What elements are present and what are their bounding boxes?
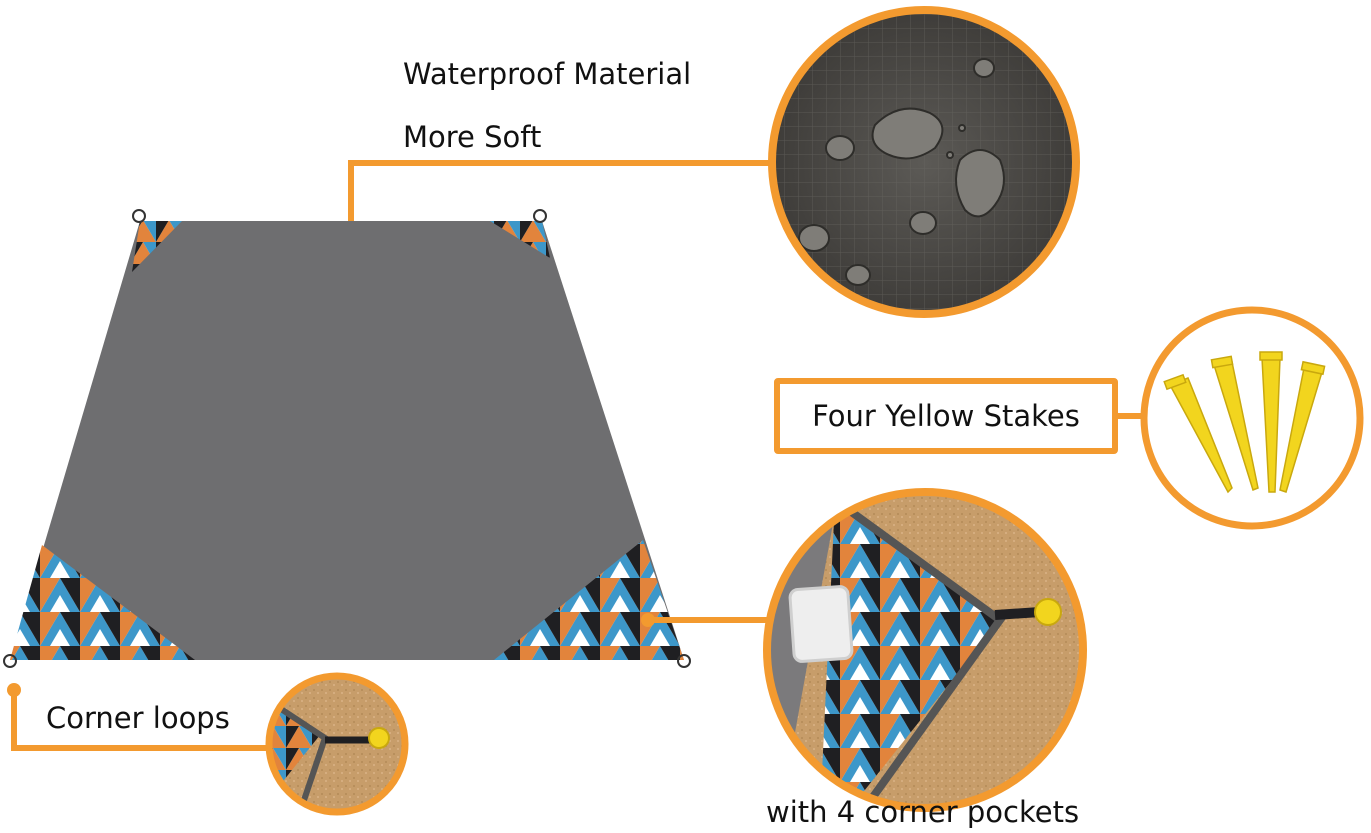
corner-loop-icon (3, 654, 17, 668)
callout-lines (11, 160, 1146, 751)
mat-corner-top-left (132, 221, 182, 272)
label-four-yellow-stakes: Four Yellow Stakes (812, 399, 1080, 433)
pocket-fabric (820, 500, 1000, 808)
corner-loop-icon (533, 209, 547, 223)
callout-dot (641, 613, 655, 627)
label-box-four-yellow-stakes: Four Yellow Stakes (774, 378, 1118, 454)
mat-corner-top-right (490, 221, 550, 258)
corner-loop-detail-circle (265, 672, 409, 816)
label-corner-loops: Corner loops (46, 701, 230, 735)
label-more-soft: More Soft (403, 120, 542, 154)
corner-loop-icon (677, 654, 691, 668)
phone-icon (788, 585, 854, 663)
water-drop-icon (798, 58, 1005, 286)
stakes-detail-circle (1140, 306, 1364, 530)
stake-head-icon (368, 727, 390, 749)
stake-head-icon (1034, 598, 1062, 626)
pocket-detail-circle (763, 488, 1087, 812)
mat-corner-bottom-left (10, 545, 195, 660)
label-waterproof-material: Waterproof Material (403, 57, 692, 91)
mat-corner-bottom-right (494, 540, 684, 660)
stake-icon (1163, 351, 1326, 494)
corner-loop-icon (132, 209, 146, 223)
waterproof-detail-circle (768, 6, 1080, 318)
label-corner-pockets: with 4 corner pockets (766, 795, 1080, 829)
mat-body (10, 221, 684, 660)
mat-illustration (3, 209, 691, 668)
callout-dot (7, 683, 21, 697)
